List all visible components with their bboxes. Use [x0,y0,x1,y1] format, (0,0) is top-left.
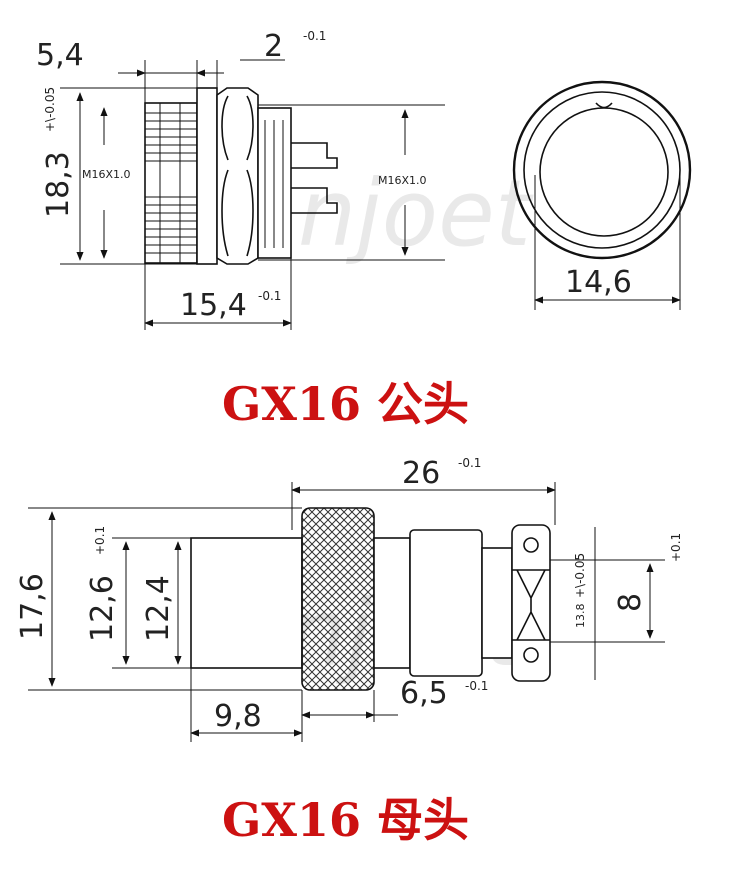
dim-6-5-tolerance: -0.1 [465,679,488,693]
dim-8: 8 [613,593,648,612]
thread-label-right: M16X1.0 [378,174,427,187]
caption-male: GX16 公头 [222,377,469,431]
thread-label-left: M16X1.0 [82,168,131,181]
dim-12-6: 12,6 [85,575,120,642]
caption-female: GX16 母头 [222,793,469,847]
dim-2: 2 [264,29,283,64]
dim-17-6: 17,6 [15,573,50,640]
dim-13-8: 13.8 [574,604,587,629]
female-side-view: 26 -0.1 17,6 12,6 +0.1 12,4 9,8 6,5 -0.1… [15,456,683,742]
dim-26: 26 [402,456,440,491]
dim-18-3-tolerance: +\-0.05 [43,87,57,132]
male-front-view: 14,6 [512,80,692,310]
dim-5-4: 5,4 [36,38,84,73]
dim-12-4: 12,4 [141,575,176,642]
dim-9-8: 9,8 [214,699,262,734]
dim-15-4-tolerance: -0.1 [258,289,281,303]
dim-6-5: 6,5 [400,676,448,711]
male-side-view: 5,4 2 -0.1 18,3 +\-0.05 M16X1.0 M16X1.0 … [36,29,445,330]
dim-18-3: 18,3 [41,151,76,218]
dim-13-8-tolerance: +\-0.05 [573,553,587,598]
dim-26-tolerance: -0.1 [458,456,481,470]
dim-2-tolerance: -0.1 [303,29,326,43]
dim-14-6: 14,6 [565,265,632,300]
dim-12-6-tolerance: +0.1 [93,526,107,555]
dim-8-tolerance: +0.1 [669,533,683,562]
dim-15-4: 15,4 [180,288,247,323]
